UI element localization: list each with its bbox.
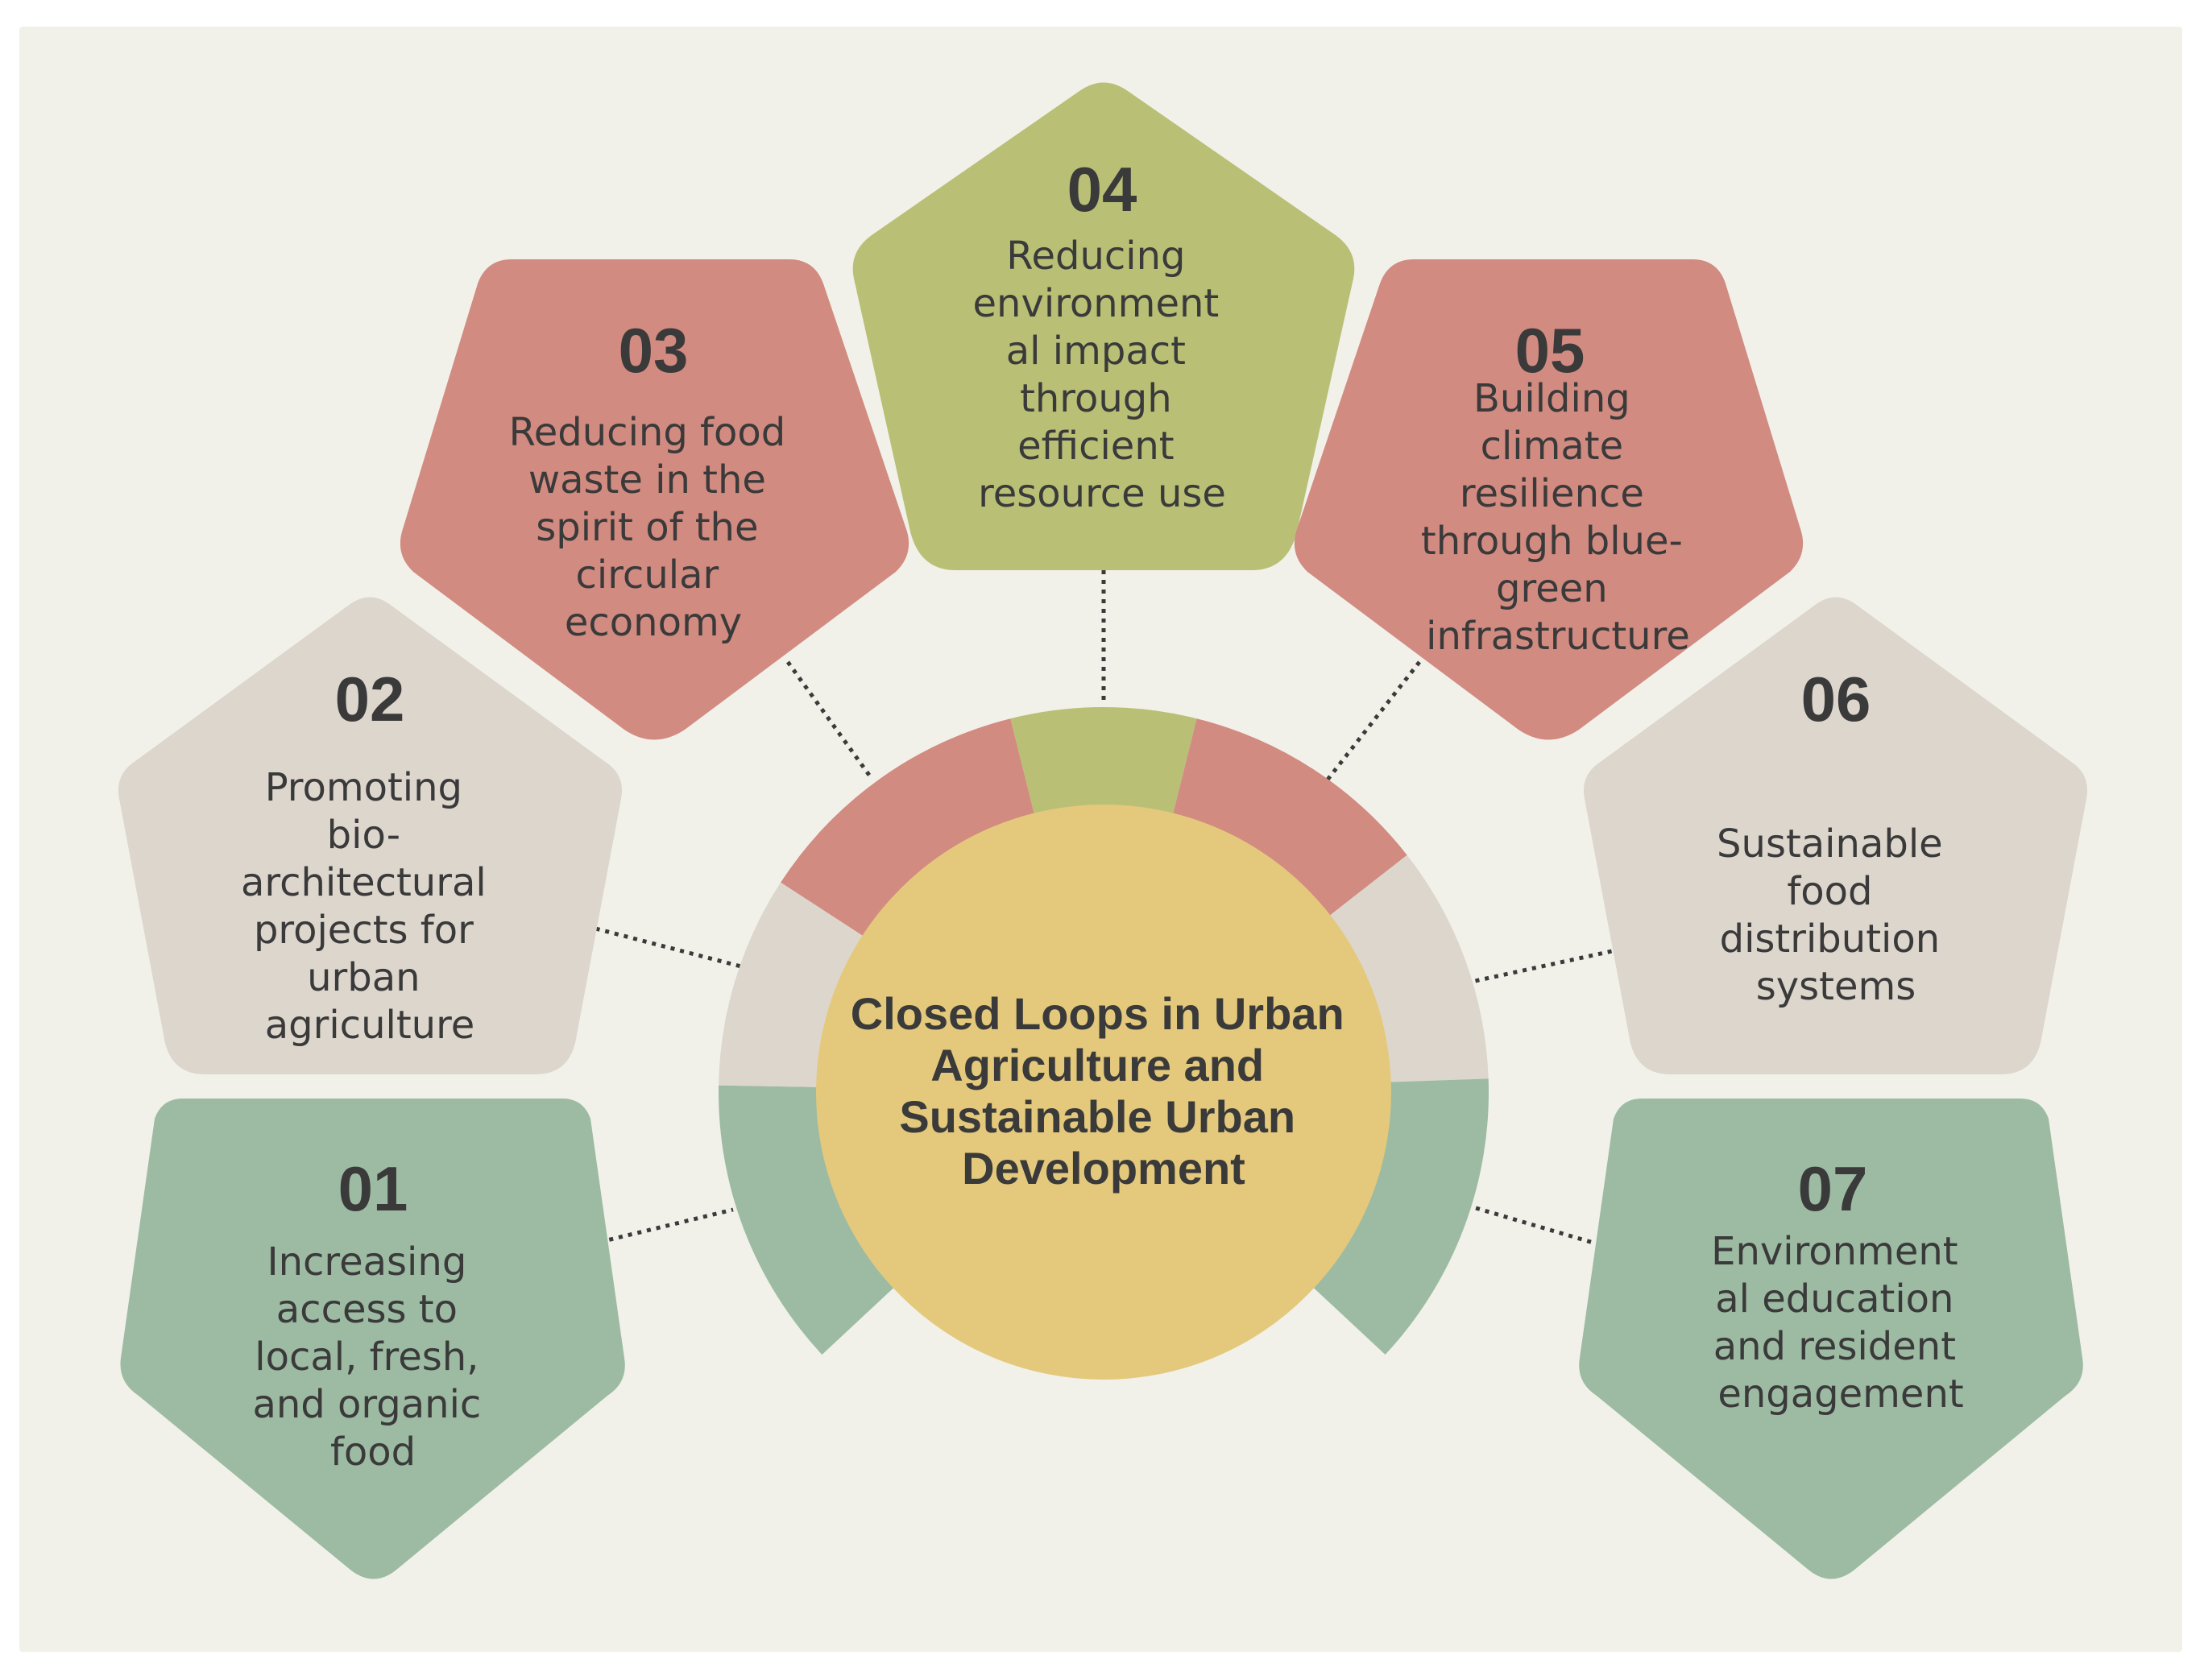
center-circle	[816, 805, 1391, 1380]
item-number: 04	[1067, 154, 1137, 225]
item-description-line: urban	[307, 955, 420, 1000]
item-03: 03 Reducing food waste in the spirit of …	[400, 259, 909, 740]
item-description-line: systems	[1756, 964, 1916, 1009]
item-description: Promoting bio- architectural projects fo…	[241, 765, 499, 1048]
item-description-line: Reducing food	[509, 410, 786, 455]
item-description-line: and organic	[252, 1382, 481, 1427]
item-description-line: local, fresh,	[255, 1334, 479, 1380]
item-description-line: access to	[276, 1287, 458, 1332]
item-description-line: climate	[1481, 424, 1624, 469]
item-number: 07	[1798, 1153, 1868, 1224]
item-description-line: efficient	[1017, 424, 1174, 469]
connector-02	[586, 924, 742, 969]
pentagon-04	[852, 82, 1355, 570]
item-description-line: environment	[973, 281, 1220, 326]
item-description-line: resilience	[1460, 471, 1644, 516]
item-number: 05	[1515, 315, 1585, 386]
item-description: Sustainable food distribution systems	[1717, 821, 1955, 1009]
item-07: 07 Environment al education and resident…	[1579, 1099, 2083, 1579]
item-description-line: engagement	[1717, 1372, 1963, 1417]
item-number: 03	[619, 315, 689, 386]
item-description-line: resource use	[978, 471, 1226, 516]
item-description-line: economy	[565, 600, 742, 645]
item-description-line: projects for	[254, 908, 474, 953]
item-description-line: spirit of the	[536, 505, 758, 550]
item-description-line: Sustainable	[1717, 821, 1943, 867]
pentagon-06	[1583, 597, 2088, 1074]
item-number: 01	[338, 1153, 408, 1224]
item-description-line: food	[1787, 869, 1872, 914]
item-description-line: architectural	[241, 860, 487, 905]
item-description: Increasing access to local, fresh, and o…	[252, 1239, 493, 1475]
item-description: Environment al education and resident en…	[1711, 1229, 1970, 1417]
pentagon-05	[1294, 259, 1804, 740]
connector-06	[1467, 945, 1631, 985]
item-description-line: al impact	[1006, 329, 1186, 374]
item-description-line: Increasing	[267, 1239, 466, 1285]
item-description-line: bio-	[327, 813, 400, 858]
item-description-line: Building	[1473, 376, 1630, 421]
center-title-line: Closed Loops in Urban	[851, 988, 1344, 1039]
ring-segment-05	[1162, 718, 1407, 944]
item-number: 06	[1801, 664, 1871, 734]
center-title-line: Agriculture and	[930, 1040, 1264, 1090]
item-description: Reducing environment al impact through e…	[973, 234, 1232, 516]
pentagon-01	[120, 1099, 625, 1579]
item-06: 06 Sustainable food distribution systems	[1583, 597, 2088, 1074]
ring-segment-07	[1280, 1078, 1489, 1355]
ring-segment-01	[718, 1085, 927, 1355]
item-description: Building climate resilience through blue…	[1421, 376, 1695, 659]
item-description: Reducing food waste in the spirit of the…	[509, 410, 798, 645]
item-description-line: through blue-	[1421, 519, 1683, 564]
item-05: 05 Building climate resilience through b…	[1294, 259, 1804, 740]
ring-segment-03	[781, 718, 1046, 961]
item-description-line: Promoting	[265, 765, 462, 810]
item-04: 04 Reducing environment al impact throug…	[852, 82, 1355, 570]
item-description-line: waste in the	[528, 457, 766, 503]
center-title: Closed Loops in Urban Agriculture and Su…	[851, 988, 1357, 1194]
item-description-line: food	[330, 1430, 416, 1475]
item-description-line: and resident	[1713, 1324, 1956, 1369]
center-title-line: Sustainable Urban	[899, 1091, 1295, 1142]
item-description-line: infrastructure	[1426, 614, 1690, 659]
item-description-line: al education	[1715, 1277, 1953, 1322]
item-02: 02 Promoting bio- architectural projects…	[118, 597, 623, 1074]
item-description-line: through	[1020, 376, 1172, 421]
pentagon-07	[1579, 1099, 2083, 1579]
item-description-line: green	[1496, 566, 1608, 611]
pentagon-03	[400, 259, 909, 740]
item-01: 01 Increasing access to local, fresh, an…	[120, 1099, 625, 1579]
item-description-line: agriculture	[265, 1003, 475, 1048]
item-description-line: circular	[576, 552, 719, 598]
connectors	[586, 570, 1631, 1250]
item-number: 02	[335, 664, 405, 734]
center-title-line: Development	[962, 1143, 1245, 1194]
item-description-line: Reducing	[1006, 234, 1185, 279]
pentagon-02	[118, 597, 623, 1074]
item-description-line: Environment	[1711, 1229, 1958, 1274]
item-description-line: distribution	[1720, 917, 1941, 962]
